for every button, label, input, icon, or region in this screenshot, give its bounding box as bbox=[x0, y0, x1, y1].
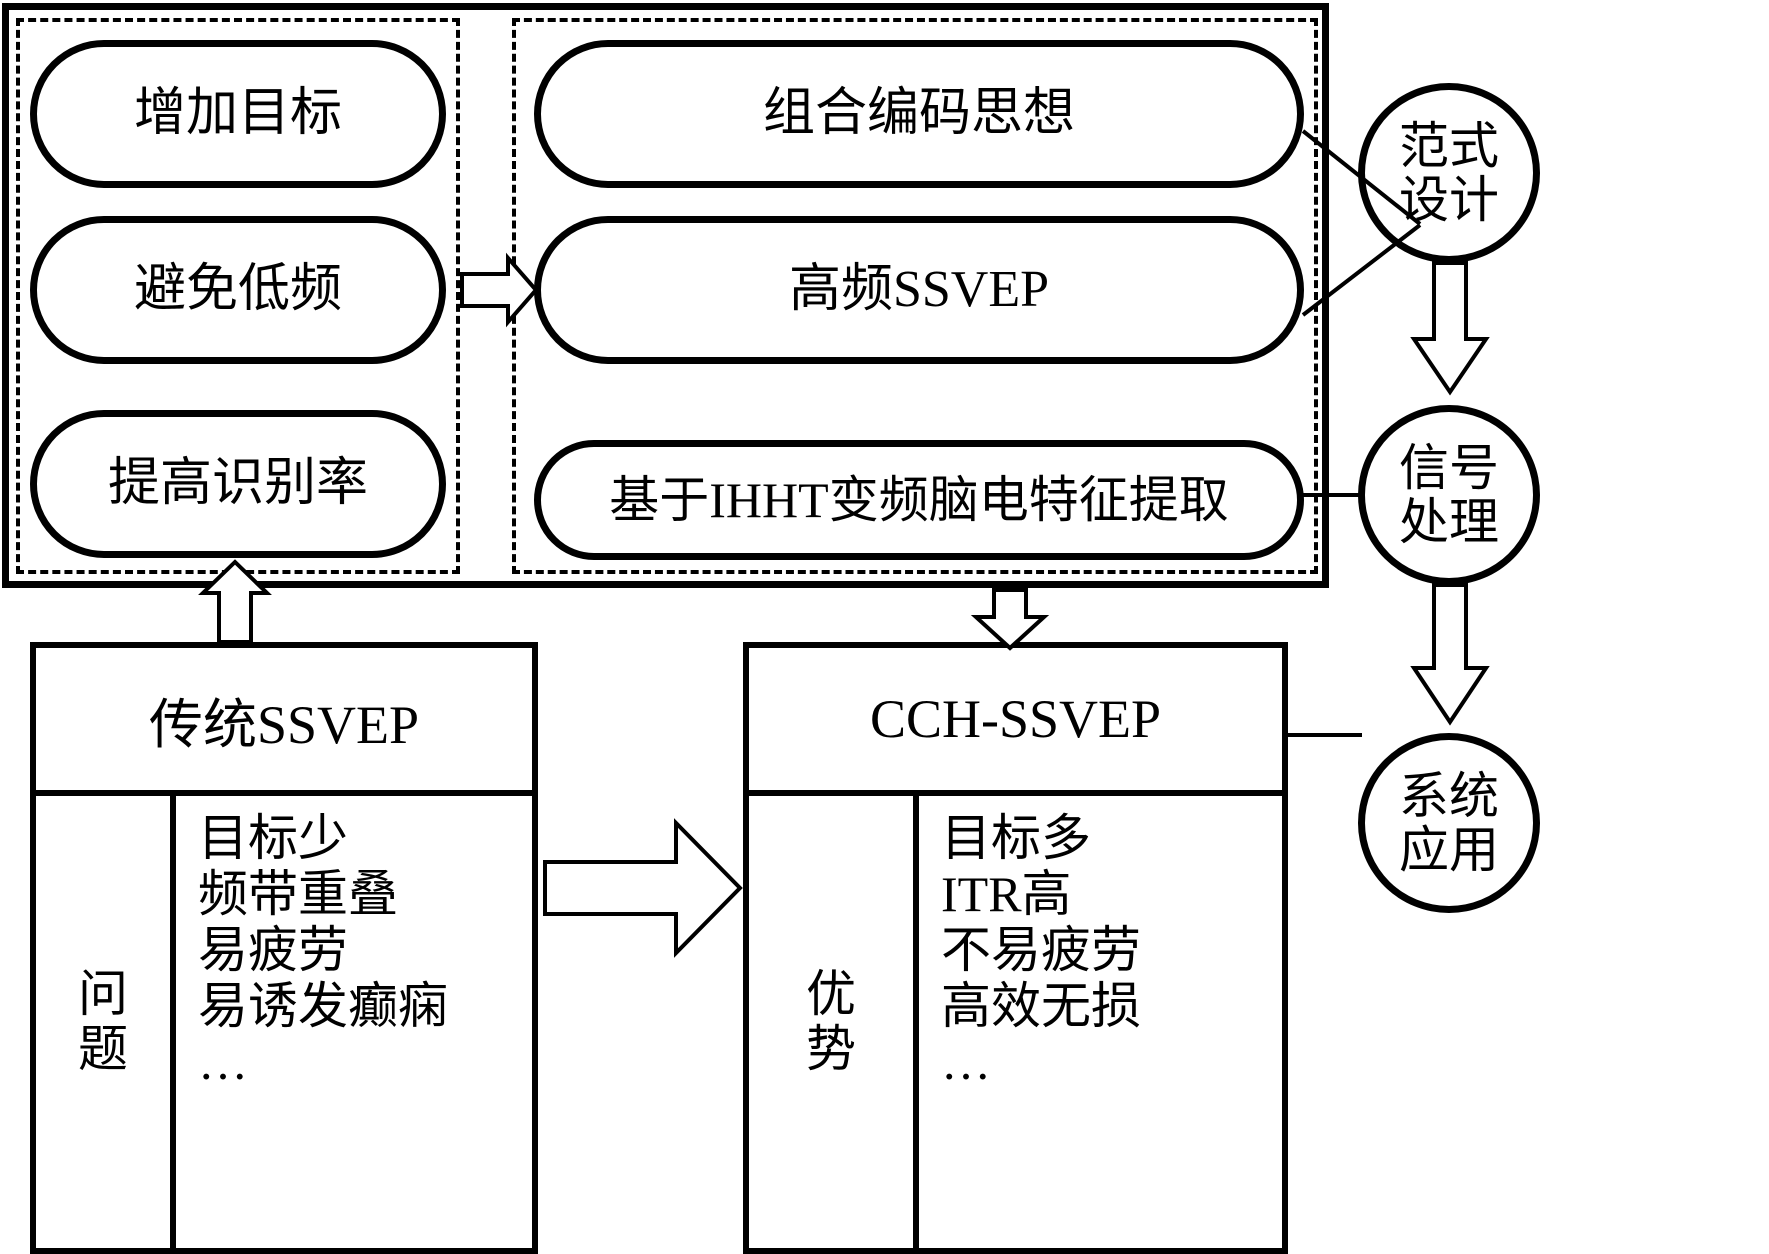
circle-signal-processing-line2: 处理 bbox=[1399, 494, 1499, 550]
list-item: 易疲劳 bbox=[198, 922, 348, 978]
arrow-signal-to-system bbox=[1410, 583, 1490, 726]
box-cch-ssvep-label-char1: 优 bbox=[806, 966, 856, 1022]
circle-system-application-line1: 系统 bbox=[1399, 768, 1499, 824]
arrow-paradigm-to-signal bbox=[1410, 261, 1490, 396]
box-cch-ssvep-items: 目标多 ITR高 不易疲劳 高效无损 … bbox=[919, 796, 1282, 1248]
node-ihht-feature-extraction[interactable]: 基于IHHT变频脑电特征提取 bbox=[534, 440, 1304, 560]
circle-signal-processing-line1: 信号 bbox=[1399, 440, 1499, 496]
list-item: 高效无损 bbox=[941, 978, 1141, 1034]
circle-system-application-line2: 应用 bbox=[1399, 822, 1499, 878]
circle-paradigm-design-line1: 范式 bbox=[1399, 118, 1499, 174]
list-item: ITR高 bbox=[941, 866, 1072, 922]
box-cch-ssvep[interactable]: CCH-SSVEP 优 势 目标多 ITR高 不易疲劳 高效无损 … bbox=[743, 642, 1288, 1254]
circle-paradigm-design[interactable]: 范式 设计 bbox=[1358, 83, 1540, 263]
box-cch-ssvep-body: 优 势 目标多 ITR高 不易疲劳 高效无损 … bbox=[749, 796, 1282, 1248]
node-ihht-feature-extraction-label: 基于IHHT变频脑电特征提取 bbox=[609, 471, 1229, 528]
list-item: 不易疲劳 bbox=[941, 922, 1141, 978]
box-traditional-ssvep-label-char1: 问 bbox=[78, 966, 128, 1022]
node-high-frequency-ssvep[interactable]: 高频SSVEP bbox=[534, 216, 1304, 364]
circle-signal-processing[interactable]: 信号 处理 bbox=[1358, 405, 1540, 585]
node-improve-accuracy-label: 提高识别率 bbox=[107, 454, 368, 512]
list-item: … bbox=[941, 1034, 991, 1090]
node-high-frequency-ssvep-label: 高频SSVEP bbox=[788, 260, 1050, 318]
box-cch-ssvep-title: CCH-SSVEP bbox=[749, 648, 1282, 796]
box-traditional-ssvep-items: 目标少 频带重叠 易疲劳 易诱发癫痫 … bbox=[176, 796, 532, 1248]
node-add-target[interactable]: 增加目标 bbox=[30, 40, 446, 188]
box-traditional-ssvep-label-char2: 题 bbox=[78, 1021, 128, 1077]
node-combination-coding-label: 组合编码思想 bbox=[762, 84, 1075, 142]
box-traditional-ssvep-label: 问 题 bbox=[36, 796, 176, 1248]
box-traditional-ssvep-body: 问 题 目标少 频带重叠 易疲劳 易诱发癫痫 … bbox=[36, 796, 532, 1248]
box-traditional-ssvep-title: 传统SSVEP bbox=[36, 648, 532, 796]
circle-paradigm-design-line2: 设计 bbox=[1399, 172, 1499, 228]
node-combination-coding[interactable]: 组合编码思想 bbox=[534, 40, 1304, 188]
node-avoid-low-frequency-label: 避免低频 bbox=[133, 260, 342, 318]
node-add-target-label: 增加目标 bbox=[133, 84, 342, 142]
arrow-traditional-to-cch bbox=[543, 818, 743, 958]
box-traditional-ssvep[interactable]: 传统SSVEP 问 题 目标少 频带重叠 易疲劳 易诱发癫痫 … bbox=[30, 642, 538, 1254]
list-item: 频带重叠 bbox=[198, 866, 398, 922]
node-improve-accuracy[interactable]: 提高识别率 bbox=[30, 410, 446, 558]
list-item: 目标多 bbox=[941, 810, 1091, 866]
node-avoid-low-frequency[interactable]: 避免低频 bbox=[30, 216, 446, 364]
list-item: 易诱发癫痫 bbox=[198, 978, 448, 1034]
list-item: … bbox=[198, 1034, 248, 1090]
list-item: 目标少 bbox=[198, 810, 348, 866]
box-cch-ssvep-label: 优 势 bbox=[749, 796, 919, 1248]
arrow-frame-to-cch bbox=[970, 588, 1050, 651]
circle-system-application[interactable]: 系统 应用 bbox=[1358, 733, 1540, 913]
box-cch-ssvep-label-char2: 势 bbox=[806, 1021, 856, 1077]
